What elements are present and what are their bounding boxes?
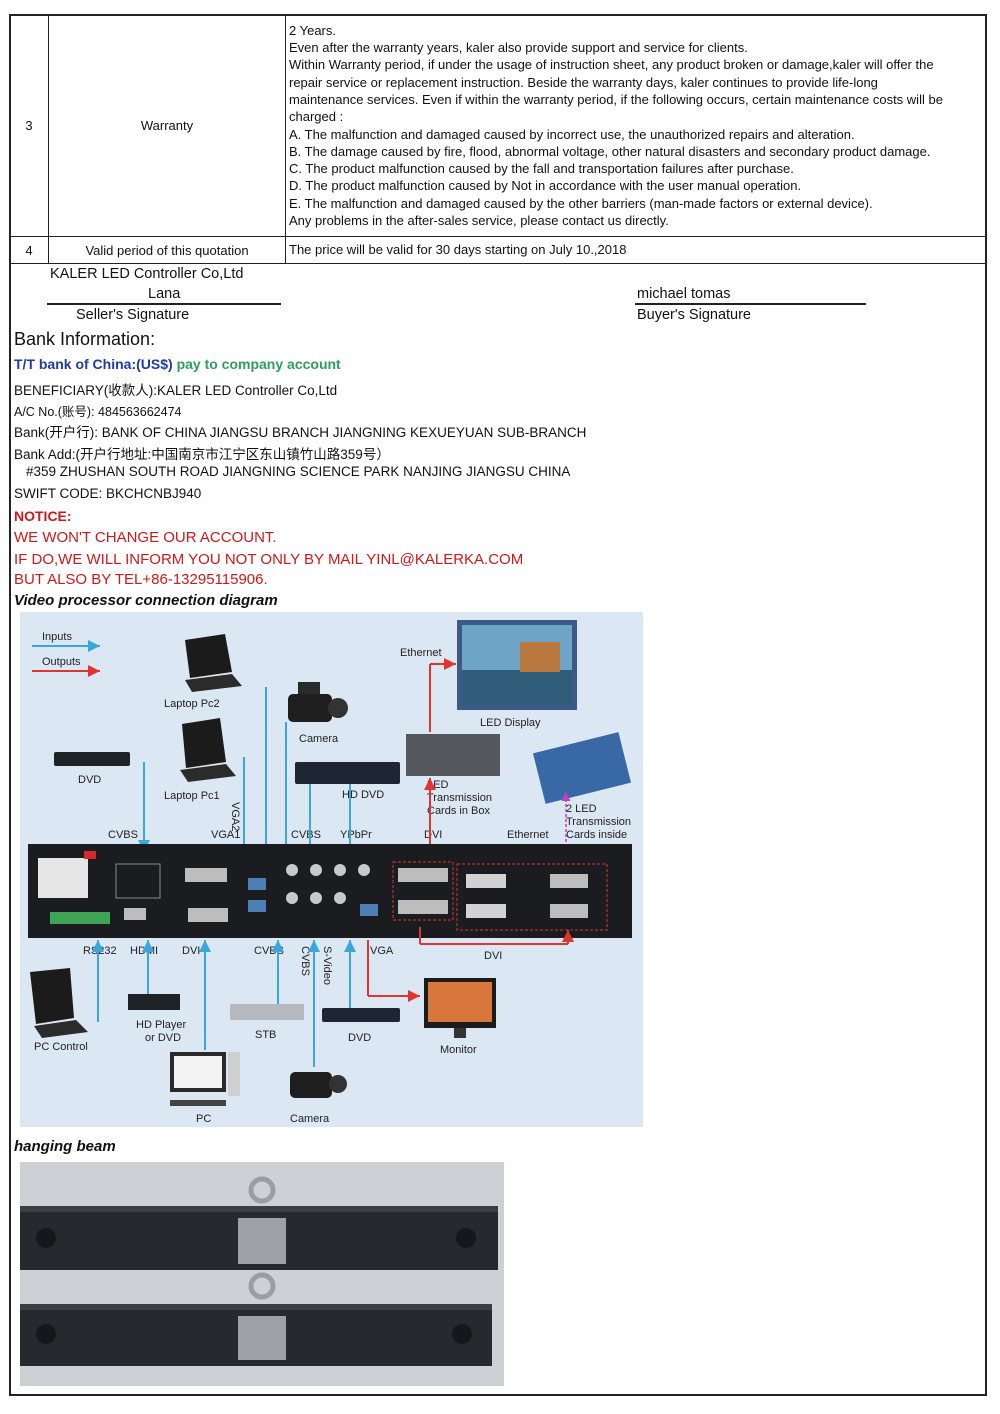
validity-text: The price will be valid for 30 days star… [285, 236, 987, 264]
port-svideo-vertical: S-Video [321, 946, 333, 985]
row-number: 4 [9, 236, 49, 264]
bank-address-cn: Bank Add:(开户行地址:中国南京市江宁区东山镇竹山路359号） [14, 447, 390, 462]
monitor-icon [424, 978, 496, 1038]
account-line: A/C No.(账号): 484563662474 [14, 401, 181, 420]
legend-outputs: Outputs [42, 656, 81, 668]
account-number: 484563662474 [98, 405, 182, 419]
stb-label: STB [255, 1029, 276, 1041]
circuit-card-icon [533, 732, 631, 804]
port-dvi-out-bottom: DVI [484, 950, 502, 962]
led-cards-box-label-2: Transmission [427, 792, 492, 804]
warranty-text: 2 Years. Even after the warranty years, … [285, 14, 987, 237]
led-display-icon [457, 620, 577, 710]
camera-icon [288, 682, 348, 722]
notice-line-1: WE WON'T CHANGE OUR ACCOUNT. [14, 529, 277, 546]
pc-icon [170, 1052, 240, 1106]
led-cards-inside-label-1: 2 LED [566, 803, 597, 815]
card-box-icon [406, 734, 500, 776]
buyer-signature-line [635, 303, 866, 305]
photo-caption: hanging beam [14, 1138, 116, 1155]
pc-control-label: PC Control [34, 1041, 88, 1053]
diagram-caption: Video processor connection diagram [14, 592, 278, 609]
led-cards-box-label-3: Cards in Box [427, 805, 490, 817]
seller-caption: Seller's Signature [76, 307, 190, 323]
row-number: 3 [9, 14, 49, 237]
table-row: 3 Warranty 2 Years. Even after the warra… [9, 14, 987, 237]
port-cvbs2-top: CVBS [291, 829, 321, 841]
hanging-beam-icon [20, 1272, 492, 1366]
bank-name: Bank(开户行): BANK OF CHINA JIANGSU BRANCH … [14, 425, 587, 440]
row-item: Valid period of this quotation [48, 236, 286, 264]
swift-code: SWIFT CODE: BKCHCNBJ940 [14, 486, 202, 501]
hd-player-label-1: HD Player [136, 1019, 186, 1031]
legend-inputs: Inputs [42, 631, 72, 643]
port-ypbpr-top: YPbPr [340, 829, 372, 841]
hd-dvd-icon [295, 762, 400, 784]
hanging-beam-icon [20, 1176, 498, 1270]
table-row: 4 Valid period of this quotation The pri… [9, 236, 987, 264]
pc-label: PC [196, 1113, 211, 1125]
port-ethernet-top: Ethernet [507, 829, 549, 841]
monitor-label: Monitor [440, 1044, 477, 1056]
video-processor-icon [28, 844, 632, 938]
port-dvi-bottom: DVI [182, 945, 200, 957]
dvd-icon [322, 1008, 400, 1022]
notice-title: NOTICE: [14, 508, 72, 524]
led-cards-inside-label-2: Transmission [566, 816, 631, 828]
company-name: KALER LED Controller Co,Ltd [50, 266, 244, 282]
port-vga2-top: VGA2 [229, 802, 241, 831]
tt-label: T/T bank of China:(US$) [14, 356, 173, 372]
dvd-top-label: DVD [78, 774, 101, 786]
account-label: A/C No.(账号): [14, 405, 99, 419]
dvd-bottom-label: DVD [348, 1032, 371, 1044]
port-rs232-bottom: RS232 [83, 945, 117, 957]
port-dvi-top: DVI [424, 829, 442, 841]
port-vga1-top: VGA1 [211, 829, 240, 841]
camera-bottom-label: Camera [290, 1113, 330, 1125]
laptop-pc1-label: Laptop Pc1 [164, 790, 220, 802]
notice-line-3: BUT ALSO BY TEL+86-13295115906. [14, 571, 268, 588]
led-cards-inside-label-3: Cards inside [566, 829, 627, 841]
ethernet-label: Ethernet [400, 647, 442, 659]
bank-heading: Bank Information: [14, 329, 156, 349]
port-cvbs-vertical: CVBS [299, 946, 311, 976]
row-item: Warranty [48, 14, 286, 237]
connection-diagram: Inputs Outputs Laptop Pc2 Camera Etherne… [20, 612, 643, 1127]
led-display-label: LED Display [480, 717, 541, 729]
tt-pay: pay to company account [176, 356, 341, 372]
beneficiary: BENEFICIARY(收款人):KALER LED Controller Co… [14, 383, 338, 398]
bank-address-en: #359 ZHUSHAN SOUTH ROAD JIANGNING SCIENC… [26, 464, 571, 479]
port-hdmi-bottom: HDMI [130, 945, 158, 957]
port-cvbs-bottom: CVBS [254, 945, 284, 957]
hd-dvd-label: HD DVD [342, 789, 384, 801]
seller-name: Lana [148, 286, 181, 302]
laptop-icon [185, 634, 242, 692]
camera-icon [290, 1072, 347, 1098]
buyer-caption: Buyer's Signature [637, 307, 751, 323]
port-cvbs-top: CVBS [108, 829, 138, 841]
laptop-icon [30, 968, 88, 1038]
camera-top-label: Camera [299, 733, 339, 745]
terms-table: 3 Warranty 2 Years. Even after the warra… [9, 14, 987, 264]
laptop-icon [180, 718, 236, 782]
buyer-name: michael tomas [637, 286, 731, 302]
tt-line: T/T bank of China:(US$) pay to company a… [14, 356, 341, 372]
stb-icon [230, 1004, 304, 1020]
hanging-beam-photo [20, 1162, 504, 1386]
hd-player-label-2: or DVD [145, 1032, 181, 1044]
notice-line-2: IF DO,WE WILL INFORM YOU NOT ONLY BY MAI… [14, 551, 524, 568]
port-vga-bottom: VGA [370, 945, 394, 957]
hd-player-icon [128, 994, 180, 1010]
laptop-pc2-label: Laptop Pc2 [164, 698, 220, 710]
dvd-icon [54, 752, 130, 766]
seller-signature-line [47, 303, 281, 305]
